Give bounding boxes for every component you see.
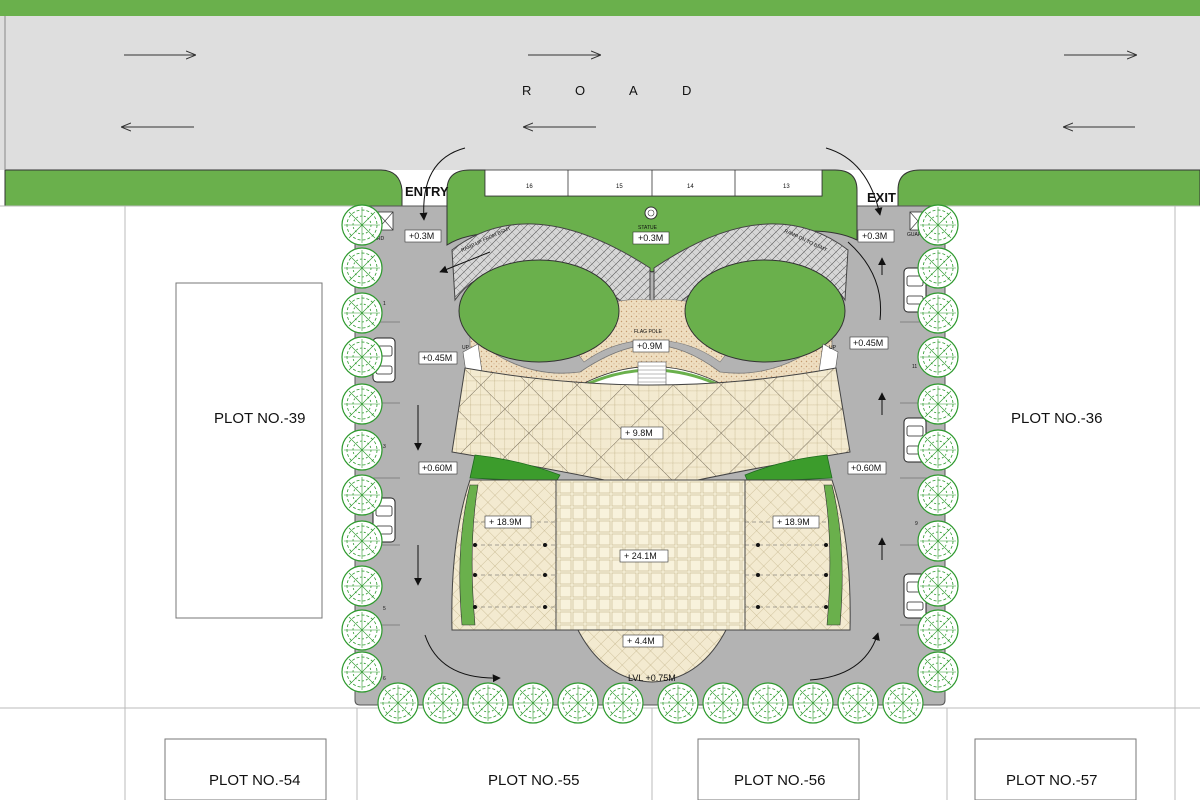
front-parking-14: 14 [687,184,694,190]
front-parking-15: 15 [616,184,623,190]
exit-label: EXIT [867,190,896,205]
guard-label-right: GUARD [907,232,925,238]
parking-11: 11 [912,364,917,370]
plot-54 [164,738,327,800]
statue [644,206,658,220]
shrub-right [744,454,833,483]
road-letter-r: R [522,83,531,98]
level-center: + 24.1M [624,551,657,561]
parking-6: 6 [383,676,386,682]
plot-57 [974,738,1137,800]
entry-label: ENTRY [405,184,449,199]
plot-54-label: PLOT NO.-54 [209,772,300,789]
road-letter-d: D [682,83,691,98]
wing-right-green [823,484,843,626]
flag-pole-label: FLAG POLE [634,329,662,335]
level-entry: +0.3M [409,231,434,241]
oval-lawn-right [684,259,846,363]
wing-left-green [459,484,479,626]
level-right-045: +0.45M [853,338,883,348]
tree-row-right [917,204,959,693]
green-median-left [4,169,403,207]
level-statue: +0.3M [638,233,663,243]
road-arrows [122,55,1136,127]
level-flag: +0.9M [637,341,662,351]
up-label-right: UP [829,345,837,351]
road-letter-a: A [629,83,638,98]
level-tags: +0.3M +0.3M +0.3M +0.45M +0.45M +0.9M + … [404,229,895,648]
drive-arrows [414,147,886,683]
level-left-045: +0.45M [422,353,452,363]
wing-right [744,479,851,631]
wing-columns [473,543,828,609]
level-lvl-label: LVL +0.75M [628,673,676,683]
front-parking-strip [484,169,823,197]
level-exit: +0.3M [862,231,887,241]
level-right-060: +0.60M [851,463,881,473]
parking-5: 5 [383,606,386,612]
oval-lawn-left [458,259,620,363]
plot-56-label: PLOT NO.-56 [734,772,825,789]
plot-57-label: PLOT NO.-57 [1006,772,1097,789]
parking-1: 1 [383,301,386,307]
road-letter-o: O [575,83,585,98]
shrub-left [469,454,561,483]
level-wing-left: + 18.9M [489,517,522,527]
front-parking-13: 13 [783,184,790,190]
front-parking-16: 16 [526,184,533,190]
level-wing-right: + 18.9M [777,517,810,527]
level-left-060: +0.60M [422,463,452,473]
tree-row-left [341,204,383,693]
road-surface [0,16,1200,170]
green-strip-top [0,0,1200,16]
plot-56 [697,738,860,800]
green-median-right [897,169,1200,207]
plot-39 [175,282,323,619]
parking-9: 9 [915,521,918,527]
plot-55-label: PLOT NO.-55 [488,772,579,789]
parking-3: 3 [383,444,386,450]
level-plaza: + 9.8M [625,428,653,438]
up-label-left: UP [462,345,470,351]
bottom-semicircle [577,629,727,683]
level-bottom: + 4.4M [627,636,655,646]
plot-36-label: PLOT NO.-36 [1011,410,1102,427]
statue-label: STATUE [638,225,658,231]
plot-39-label: PLOT NO.-39 [214,410,305,427]
